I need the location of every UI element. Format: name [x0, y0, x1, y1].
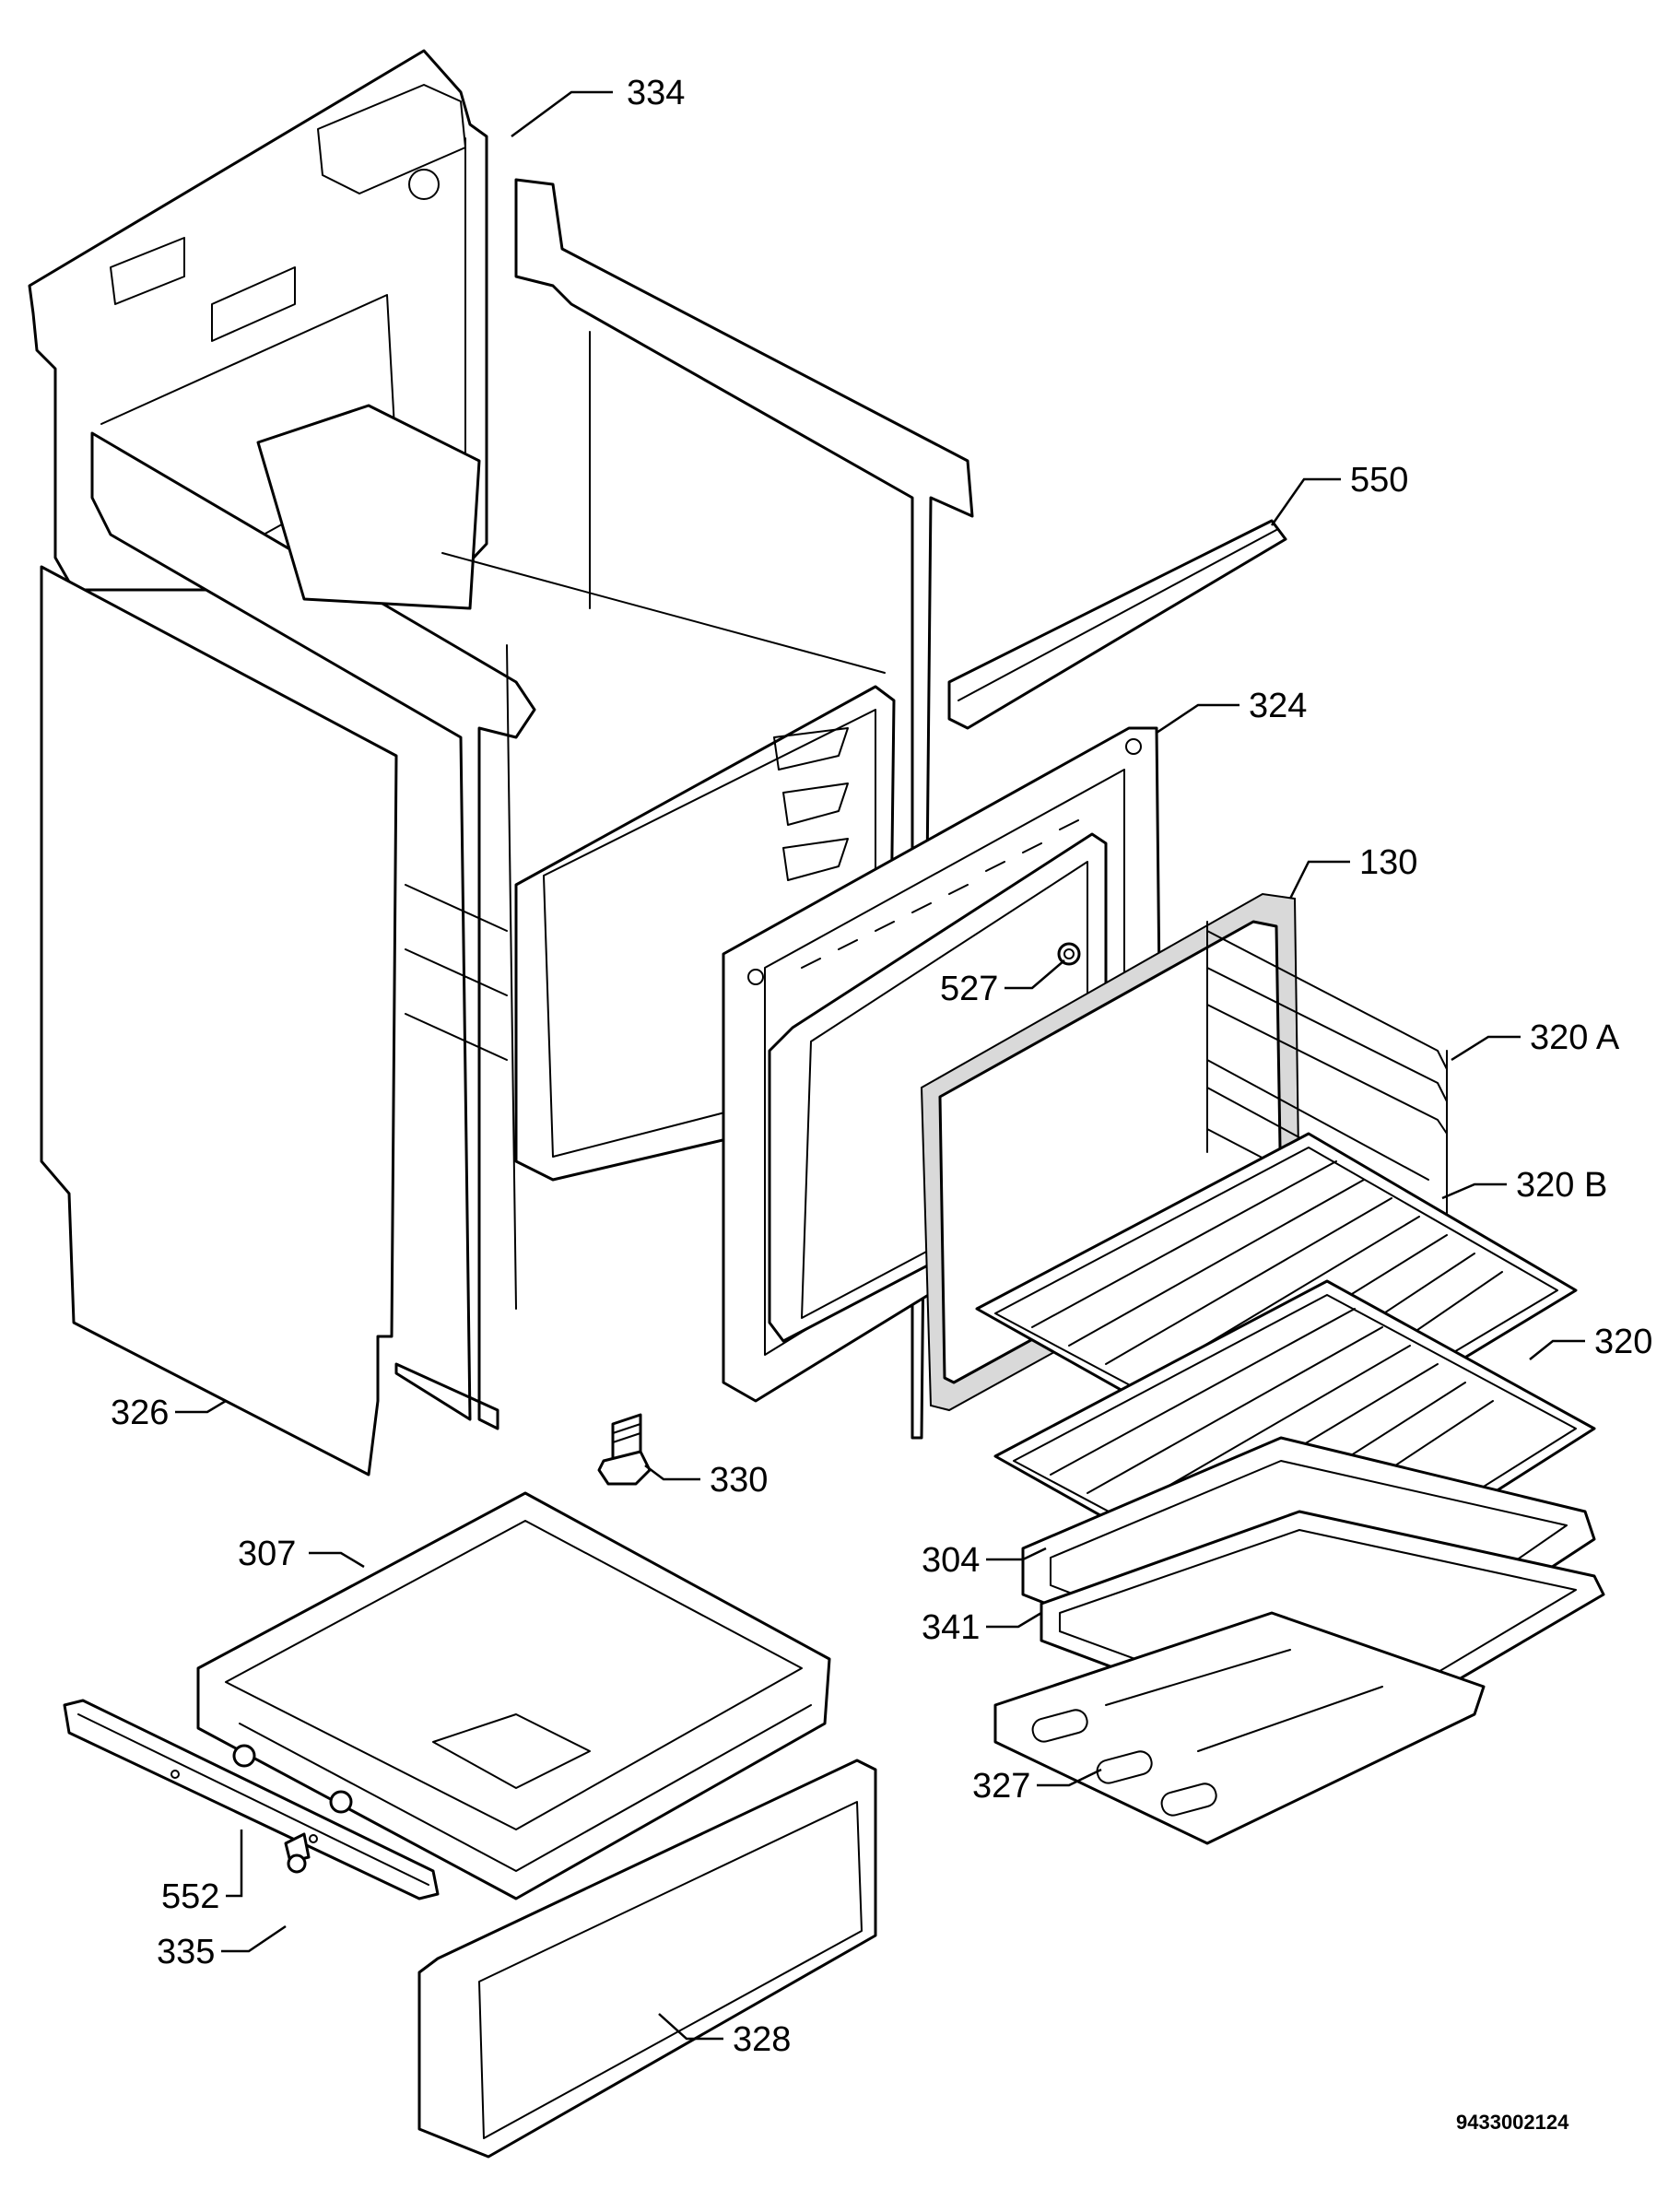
leader-lines	[175, 90, 1585, 2041]
part-550-front-trim-rail	[947, 519, 1287, 730]
part-328-drawer-front-panel	[417, 1759, 877, 2159]
part-326-side-panel	[40, 565, 398, 1477]
part-307-drawer-tray	[196, 1491, 831, 1900]
label-320b: 320 B	[1516, 1166, 1607, 1205]
label-130: 130	[1359, 843, 1417, 882]
label-330: 330	[710, 1461, 768, 1500]
label-320: 320	[1594, 1323, 1652, 1361]
label-552: 552	[161, 1877, 219, 1916]
part-527-screw	[1057, 942, 1081, 966]
part-335-screw	[284, 1832, 311, 1874]
part-number-labels: 334 550 324 130 527 320 A 320 B 320 326 …	[111, 74, 1652, 2134]
label-326: 326	[111, 1394, 169, 1432]
part-327-base-plate	[993, 1611, 1486, 1845]
label-335: 335	[157, 1933, 215, 1971]
label-307: 307	[238, 1535, 296, 1573]
label-327: 327	[972, 1767, 1030, 1806]
label-334: 334	[627, 74, 685, 112]
label-550: 550	[1350, 461, 1408, 500]
part-552-drawer-runner	[63, 1699, 440, 1900]
label-320a: 320 A	[1530, 1018, 1620, 1057]
label-328: 328	[733, 2020, 791, 2059]
label-527: 527	[940, 970, 998, 1008]
part-top-frame	[90, 178, 974, 1440]
label-341: 341	[922, 1608, 980, 1647]
drawing-code: 9433002124	[1456, 2111, 1569, 2134]
label-324: 324	[1249, 687, 1307, 725]
label-304: 304	[922, 1541, 980, 1580]
part-330-bolt	[597, 1413, 652, 1486]
